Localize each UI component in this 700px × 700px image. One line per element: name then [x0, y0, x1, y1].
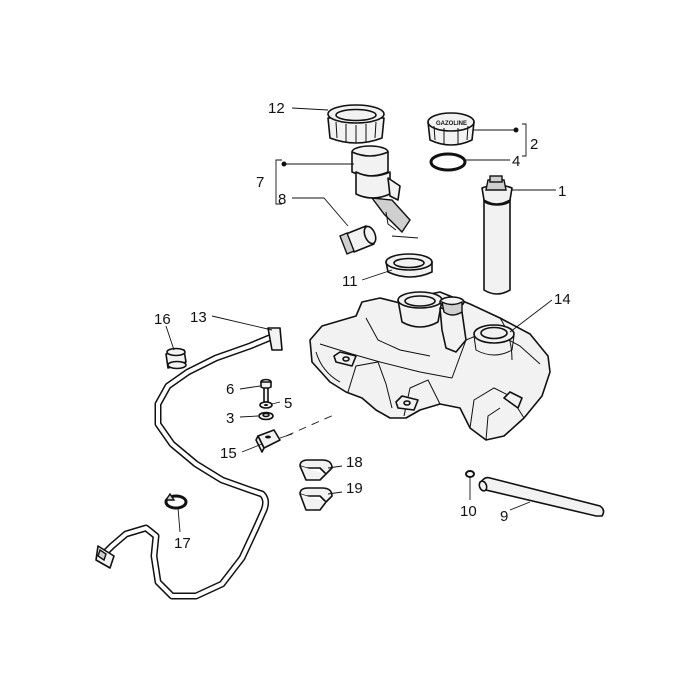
part-6-bolt [260, 378, 272, 403]
callout-2: 2 [530, 136, 538, 153]
callout-18: 18 [346, 454, 363, 471]
callout-19: 19 [346, 480, 363, 497]
callout-14: 14 [554, 291, 571, 308]
part-9-drain-hose [478, 476, 605, 517]
callout-10: 10 [460, 503, 477, 520]
part-15-bracket [255, 429, 293, 453]
part-13-fuel-hose [95, 327, 283, 600]
callout-11: 11 [342, 273, 358, 290]
callout-15: 15 [220, 445, 237, 462]
callout-16: 16 [154, 311, 171, 328]
callout-8: 8 [278, 191, 286, 208]
callout-1: 1 [558, 183, 566, 200]
part-5-washer [259, 401, 273, 409]
part-1-fuel-level-sender [481, 175, 513, 295]
alignment-line [285, 413, 337, 437]
part-14-fuel-tank [309, 291, 551, 441]
part-12-lock-ring [327, 104, 385, 144]
callout-3: 3 [226, 410, 234, 427]
part-7-fuel-pump [351, 145, 419, 239]
part-17-hose-clamp [164, 492, 188, 510]
callout-5: 5 [284, 395, 292, 412]
leader-lines [165, 107, 556, 533]
callout-7: 7 [256, 174, 264, 191]
part-3-grommet [258, 411, 274, 421]
part-4-o-ring [429, 152, 467, 172]
part-16-hose-clamp [165, 347, 187, 370]
callout-12: 12 [268, 100, 285, 117]
callout-17: 17 [174, 535, 191, 552]
callout-labels: 12 2 4 7 8 1 11 14 13 16 6 5 3 15 18 19 … [154, 100, 571, 552]
callout-9: 9 [500, 508, 508, 525]
callout-6: 6 [226, 381, 234, 398]
part-18-clip [299, 459, 333, 481]
part-19-clip [299, 487, 333, 511]
part-8-fuel-filter [339, 225, 377, 255]
callout-13: 13 [190, 309, 207, 326]
part-10-small-clamp [465, 470, 475, 478]
callout-4: 4 [512, 153, 520, 170]
part-2-fuel-cap: GAZOLINE [427, 112, 475, 146]
cap-label-text: GAZOLINE [436, 121, 467, 127]
part-11-filler-seal [385, 253, 433, 278]
